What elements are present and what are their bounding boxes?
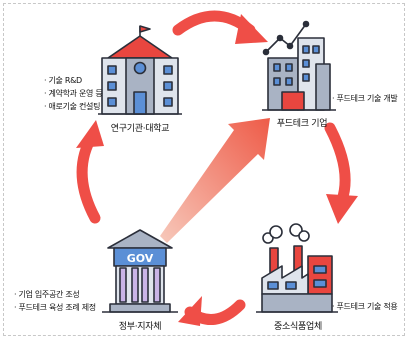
note-item: · 푸드테크 육성 조례 제정 [14,303,96,312]
arrow-top [172,10,268,44]
office-building-icon [262,20,336,111]
diagram-frame [3,3,405,336]
note-item: · 푸드테크 기술 개발 [332,94,398,103]
university-icon [98,25,182,115]
note-item: · 계약학과 운영 등 [44,89,103,98]
center-arrow [160,118,270,243]
foodtech-company-label: 푸드테크 기업 [276,119,328,129]
note-item: · 푸드테크 기술 적용 [332,302,398,311]
arrow-left [76,120,104,224]
university-notes: · 기술 R&D · 계약학과 운영 등 · 애로기술 컨설팅 [44,74,103,113]
note-item: · 기업 입주공간 조성 [14,290,80,299]
factory-icon [256,223,338,313]
sme-food-label: 중소식품업체 [274,322,322,332]
foodtech-company-notes: · 푸드테크 기술 개발 [332,92,398,105]
sme-food-notes: · 푸드테크 기술 적용 [332,300,398,313]
note-item: · 기술 R&D [44,76,82,85]
gov-sign-text: GOV [127,252,154,265]
government-label: 정부·지자체 [118,322,162,332]
arrow-right [324,122,358,224]
government-notes: · 기업 입주공간 조성 · 푸드테크 육성 조례 제정 [14,288,96,314]
government-building-icon [102,229,178,313]
note-item: · 애로기술 컨설팅 [44,102,101,111]
university-label: 연구기관·대학교 [110,124,170,134]
arrow-bottom [178,296,246,326]
